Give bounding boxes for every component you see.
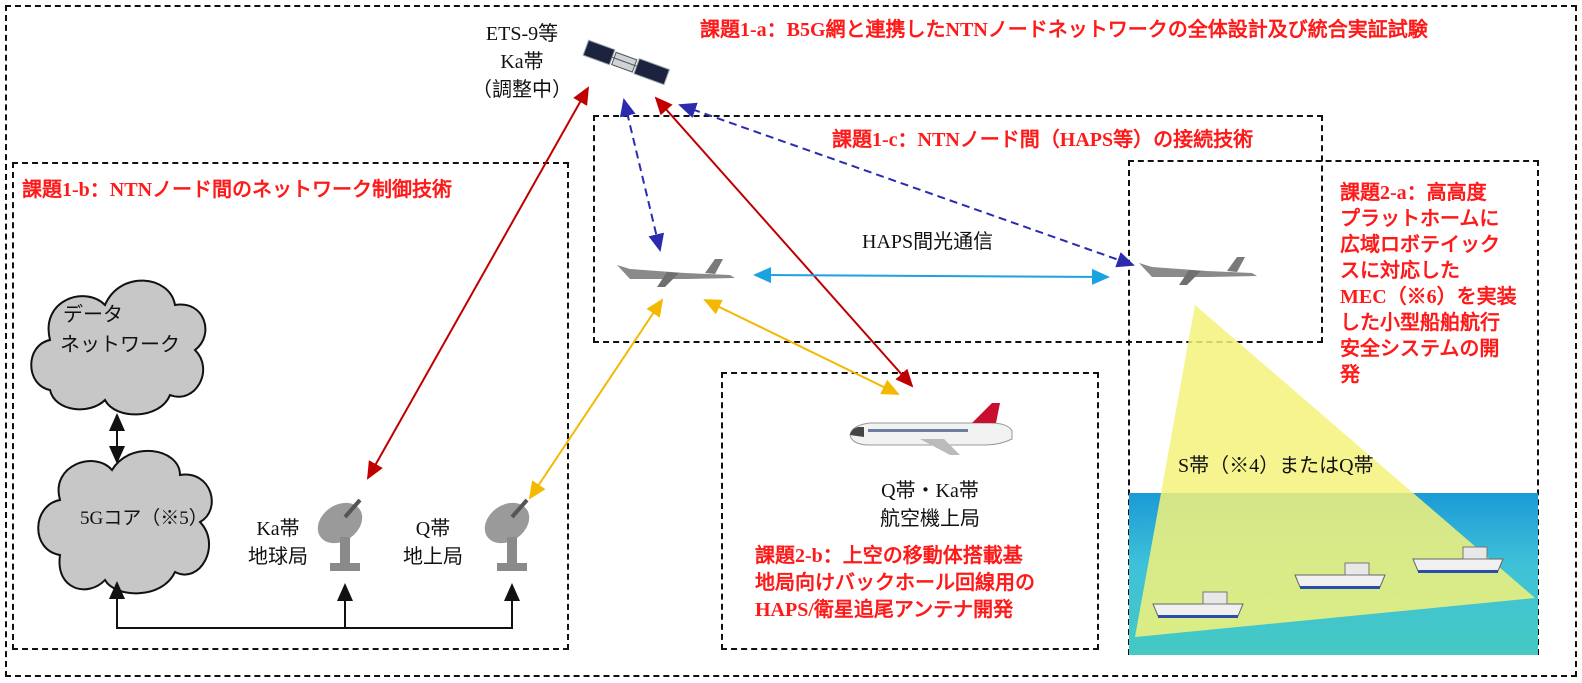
q-dish-icon: [484, 498, 530, 571]
data-network-label: データ ネットワーク: [55, 300, 185, 360]
ka-dish-icon: [317, 498, 363, 571]
task-2a-line: 発: [1340, 364, 1360, 386]
satellite-icon: [582, 39, 671, 86]
task-2a-line: プラットホームに: [1340, 208, 1500, 230]
satellite-label-line3: （調整中）: [472, 79, 572, 101]
task-2a-line: した小型船舶航行: [1340, 312, 1500, 334]
task-1a-title: 課題1-a：B5G網と連携したNTNノードネットワークの全体設計及び統合実証試験: [700, 19, 1428, 41]
data-network-line1: データ: [63, 304, 123, 326]
task-2a-title: 課題2-a：高高度 プラットホームに 広域ロボテイック スに対応した MEC（※…: [1340, 180, 1517, 388]
ship-icon-1: [1152, 591, 1244, 618]
task-1b-title: 課題1-b：NTNノード間のネットワーク制御技術: [22, 179, 453, 201]
task-2b-line: HAPS/衛星追尾アンテナ開発: [755, 599, 1014, 621]
q-station-label: Q帯 地上局: [393, 515, 473, 571]
5g-core-label: 5Gコア（※5）: [80, 508, 208, 529]
data-network-cloud: [30, 279, 207, 416]
task-2a-line: 広域ロボテイック: [1340, 234, 1500, 256]
task-2b-line: 地局向けバックホール回線用の: [755, 572, 1035, 594]
arrow-sat-haps-right: [678, 102, 1135, 268]
sea-band-label: S帯（※4）またはQ帯: [1178, 455, 1374, 477]
task-1c-title: 課題1-c：NTNノード間（HAPS等）の接続技術: [832, 129, 1254, 151]
s-band-beam: [1135, 305, 1535, 637]
arrow-haps-optical: [753, 267, 1110, 285]
task-2b-line: 課題2-b：上空の移動体搭載基: [755, 545, 1023, 567]
haps-link-label: HAPS間光通信: [862, 231, 994, 253]
arrow-sat-haps-left: [619, 98, 665, 252]
ground-network-line: [109, 581, 520, 629]
satellite-label: ETS-9等 Ka帯 （調整中）: [462, 20, 582, 104]
passenger-plane-icon: [849, 403, 1013, 455]
task-2b-title: 課題2-b：上空の移動体搭載基 地局向けバックホール回線用の HAPS/衛星追尾…: [755, 543, 1035, 624]
arrow-haps-q-station: [528, 298, 664, 500]
satellite-label-line1: ETS-9等: [485, 23, 559, 45]
aircraft-line2: 航空機上局: [880, 508, 980, 530]
outer-frame: [5, 5, 1577, 677]
task-2a-line: 課題2-a：高高度: [1340, 182, 1487, 204]
ship-icon-3: [1412, 546, 1504, 573]
q-station-line1: Q帯: [415, 518, 451, 540]
arrow-sat-ka-station: [367, 86, 589, 480]
haps-left-icon: [617, 259, 735, 287]
ship-icon-2: [1294, 562, 1386, 589]
ka-station-line2: 地球局: [248, 546, 308, 568]
data-network-line2: ネットワーク: [60, 334, 180, 356]
ka-station-line1: Ka帯: [256, 518, 300, 540]
q-station-line2: 地上局: [403, 546, 463, 568]
task-2a-line: 安全システムの開: [1340, 338, 1500, 360]
arrow-haps-aircraft: [703, 299, 900, 395]
aircraft-line1: Q帯・Ka帯: [881, 480, 979, 502]
aircraft-label: Q帯・Ka帯 航空機上局: [850, 477, 1010, 533]
satellite-label-line2: Ka帯: [500, 51, 544, 73]
task-2a-line: MEC（※6）を実装: [1340, 286, 1517, 308]
ka-station-label: Ka帯 地球局: [243, 515, 313, 571]
haps-right-icon: [1139, 257, 1257, 285]
task-2a-line: スに対応した: [1340, 260, 1460, 282]
